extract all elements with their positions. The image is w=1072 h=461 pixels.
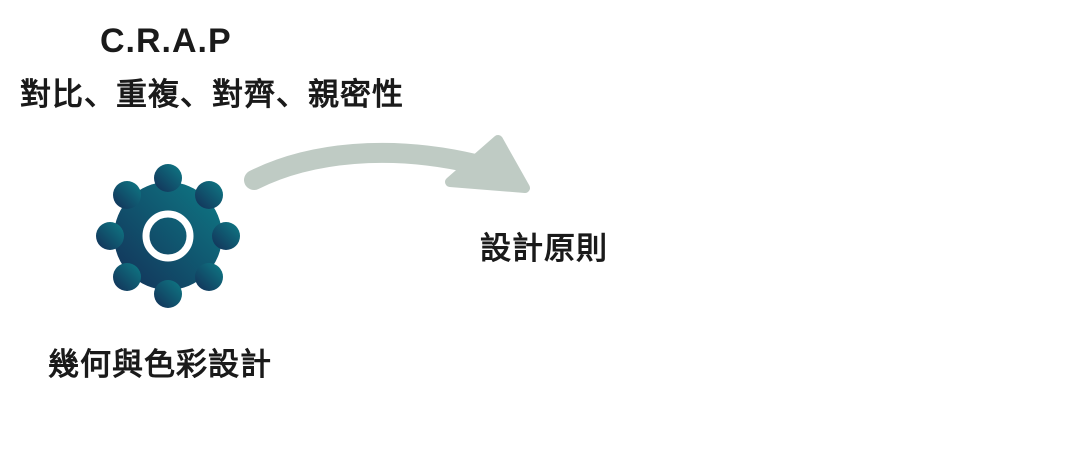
diagram-subtitle: 對比、重複、對齊、親密性 [20, 77, 404, 113]
target-node-label: 設計原則 [480, 231, 608, 267]
source-node-label: 幾何與色彩設計 [48, 347, 272, 383]
gear-icon [96, 164, 240, 308]
diagram-title: C.R.A.P [100, 22, 232, 60]
curved-arrow-icon [244, 135, 530, 193]
